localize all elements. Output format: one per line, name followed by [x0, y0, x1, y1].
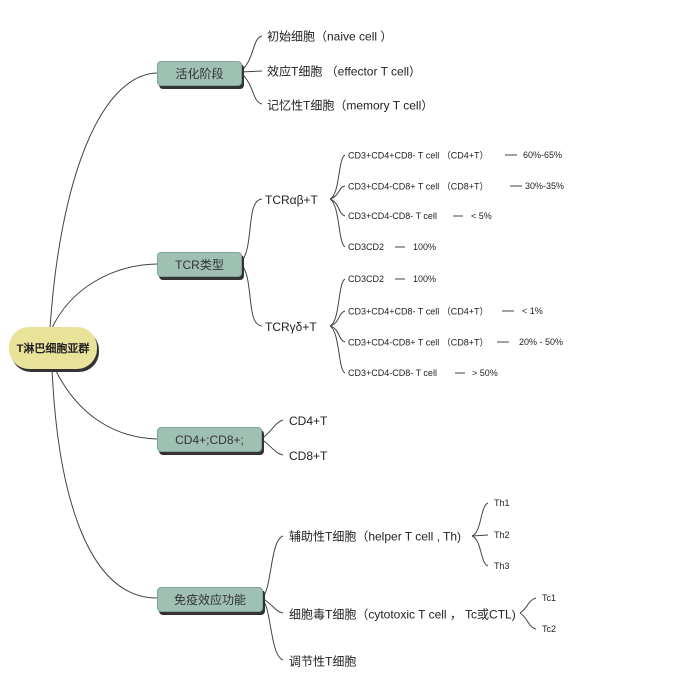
node-immune-function[interactable]: 免疫效应功能: [157, 587, 263, 612]
ab-subset-value: < 5%: [471, 211, 492, 221]
gd-subset-value: 20% - 50%: [519, 337, 564, 347]
ab-subset-text: CD3+CD4-CD8+ T cell （CD8+T）: [348, 181, 489, 192]
gd-subset-text: CD3CD2: [348, 274, 385, 284]
ab-subset-text: CD3+CD4+CD8- T cell （CD4+T）: [348, 150, 489, 161]
leaf-cytotoxic-t: 细胞毒T细胞（cytotoxic T cell ， Tc或CTL): [289, 607, 516, 622]
ab-subset-text: CD3CD2: [348, 242, 385, 252]
ab-subset-value: 30%-35%: [525, 181, 565, 191]
leaf-tc2: Tc2: [542, 624, 557, 634]
leaf-th2: Th2: [494, 530, 510, 540]
leaf-th1: Th1: [494, 498, 510, 508]
ab-subset-value: 100%: [413, 242, 437, 252]
leaf-helper-t: 辅助性T细胞（helper T cell , Th): [289, 529, 462, 544]
root-node[interactable]: T淋巴细胞亚群: [9, 327, 97, 369]
gd-subset-value: > 50%: [472, 368, 498, 378]
ab-subset-text: CD3+CD4-CD8- T cell: [348, 211, 437, 221]
leaf-tcr-gd: TCRγδ+T: [265, 320, 317, 334]
leaf-cd4t: CD4+T: [289, 414, 328, 428]
leaf-tcr-ab: TCRαβ+T: [265, 193, 318, 207]
gd-subset-text: CD3+CD4-CD8+ T cell （CD8+T）: [348, 337, 489, 348]
leaf-regulatory-t: 调节性T细胞: [289, 654, 357, 669]
gd-subset-text: CD3+CD4-CD8- T cell: [348, 368, 437, 378]
node-activation-stage[interactable]: 活化阶段: [157, 61, 242, 86]
ab-subset-value: 60%-65%: [523, 150, 563, 160]
leaf-effector-cell: 效应T细胞 （effector T cell）: [267, 64, 422, 79]
leaf-memory-cell: 记忆性T细胞（memory T cell）: [267, 98, 434, 113]
node-cd4-cd8[interactable]: CD4+;CD8+;: [157, 427, 262, 452]
leaf-tc1: Tc1: [542, 593, 557, 603]
leaf-cd8t: CD8+T: [289, 449, 328, 463]
leaf-th3: Th3: [494, 561, 510, 571]
node-tcr-type[interactable]: TCR类型: [157, 252, 242, 277]
gd-subset-value: < 1%: [522, 306, 543, 316]
gd-subset-value: 100%: [413, 274, 437, 284]
leaf-naive-cell: 初始细胞（naive cell ）: [267, 29, 393, 44]
gd-subset-text: CD3+CD4+CD8- T cell （CD4+T）: [348, 306, 489, 317]
